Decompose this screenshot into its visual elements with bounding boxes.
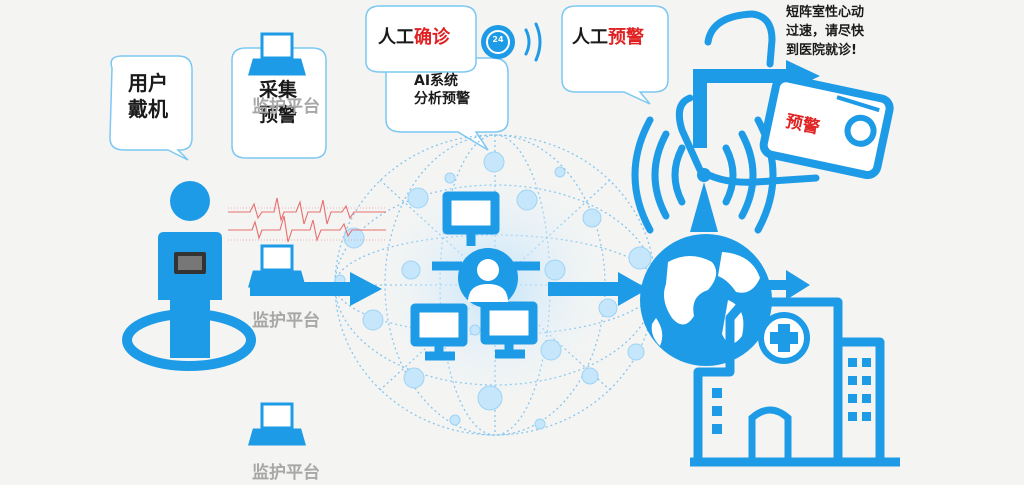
- laptop-top: [248, 32, 306, 76]
- central-person-icon: [468, 259, 508, 302]
- bubble-manual-diag: [365, 5, 477, 73]
- ecg-waveform: [228, 197, 386, 243]
- ecg-device: [174, 252, 206, 274]
- manual-warning-prefix: 人工: [572, 27, 608, 48]
- alert-device: [759, 74, 894, 179]
- bubble-user: [109, 55, 193, 161]
- laptop-middle: [248, 244, 306, 288]
- phone-ring: [486, 30, 510, 54]
- arrow-to-alert: [693, 69, 790, 148]
- arrow-to-globe: [548, 272, 648, 306]
- manual-diagnosis-highlight: 确诊: [414, 27, 450, 48]
- monitor-label-bottom: 监护平台: [252, 463, 320, 483]
- user-label-line2: 戴机: [128, 97, 168, 121]
- monitor-label-middle: 监护平台: [252, 311, 320, 331]
- collect-label-line1: 采集: [258, 79, 297, 101]
- monitor-label-top: 监护平台: [252, 97, 320, 117]
- collect-label-line2: 预警: [258, 103, 297, 126]
- hospital-cross-sign: [758, 312, 810, 364]
- user-label: 用户 戴机: [128, 70, 168, 122]
- alert-message-line3: 到医院就诊!: [786, 42, 857, 58]
- manual-diagnosis-prefix: 人工: [378, 27, 414, 48]
- alert-message: 短阵室性心动 过速，请尽快 到医院就诊!: [786, 4, 864, 61]
- hospital: [690, 297, 900, 467]
- hand-outline: [675, 10, 820, 186]
- alert-message-line1: 短阵室性心动: [786, 5, 865, 20]
- phone-wave: [524, 22, 542, 62]
- arrow-to-network: [250, 272, 382, 306]
- ai-label: AI系统 分析预警: [414, 72, 470, 108]
- collect-label: 采集 预警: [258, 78, 298, 127]
- alert-message-line2: 过速，请尽快: [786, 23, 865, 39]
- arrow-to-hospital: [762, 270, 810, 300]
- ai-label-line2: 分析预警: [414, 91, 470, 108]
- manual-warning-label: 人工预警: [572, 26, 644, 49]
- phone-24-icon: 24: [492, 35, 504, 44]
- hospital-windows: [712, 358, 871, 434]
- laptop-bottom: [248, 402, 306, 446]
- phone-circle: [481, 25, 515, 59]
- bubble-manual-warn: [561, 5, 669, 105]
- manual-diagnosis-label: 人工确诊: [378, 26, 450, 49]
- manual-warning-highlight: 预警: [608, 27, 644, 48]
- user-label-line1: 用户: [128, 71, 168, 95]
- ai-label-line1: AI系统: [414, 73, 459, 89]
- hospital-door: [748, 406, 792, 460]
